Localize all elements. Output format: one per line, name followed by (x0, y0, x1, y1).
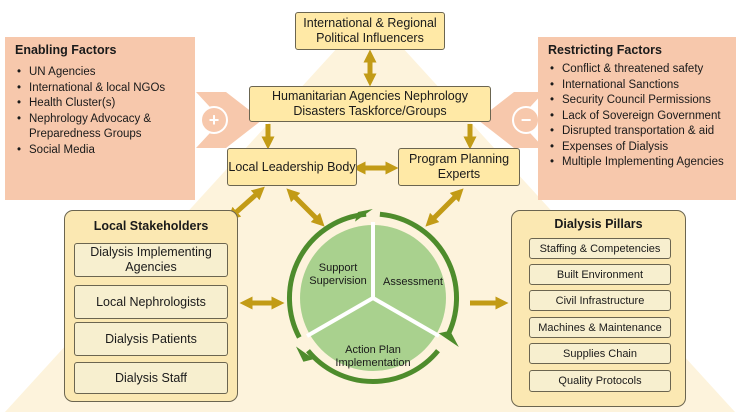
local-stakeholders-panel: Local Stakeholders Dialysis Implementing… (64, 210, 238, 402)
cycle-wheel (287, 209, 459, 384)
enabling-factors-list: UN Agencies International & local NGOs H… (15, 65, 185, 158)
dialysis-pillars-panel: Dialysis Pillars Staffing & Competencies… (511, 210, 686, 407)
stakeholder-item-label: Dialysis Patients (105, 332, 197, 346)
list-item: International Sanctions (550, 78, 726, 94)
pillar-item: Built Environment (529, 264, 671, 285)
list-item: Nephrology Advocacy & Preparedness Group… (17, 112, 185, 143)
humanitarian-agencies-box: Humanitarian Agencies Nephrology Disaste… (249, 86, 491, 122)
list-item: Health Cluster(s) (17, 96, 185, 112)
pillar-item-label: Civil Infrastructure (555, 294, 645, 307)
list-item: International & local NGOs (17, 81, 185, 97)
pillar-item: Supplies Chain (529, 343, 671, 364)
stakeholder-item: Dialysis Implementing Agencies (74, 243, 228, 277)
pillar-item: Quality Protocols (529, 370, 671, 392)
list-item: Multiple Implementing Agencies (550, 155, 726, 171)
political-influencers-label: International & Regional Political Influ… (303, 16, 437, 45)
restricting-factors-panel: Restricting Factors Conflict & threatene… (538, 37, 736, 200)
arrow-planning-cycle (425, 188, 464, 227)
local-leadership-box: Local Leadership Body (227, 148, 357, 186)
list-item: Lack of Sovereign Government (550, 109, 726, 125)
action-plan-label: Action Plan Implementation (335, 344, 411, 369)
list-item: Security Council Permissions (550, 93, 726, 109)
list-item: Conflict & threatened safety (550, 62, 726, 78)
minus-sign: − (521, 110, 532, 130)
restricting-factors-title: Restricting Factors (548, 43, 662, 57)
assessment-label: Assessment (383, 276, 443, 288)
stakeholder-item: Local Nephrologists (74, 285, 228, 319)
pillar-item-label: Built Environment (556, 268, 644, 281)
pillar-item-label: Staffing & Competencies (539, 242, 661, 255)
stakeholder-item-label: Dialysis Staff (114, 371, 187, 385)
arrow-leadership-stakeholders (227, 186, 265, 221)
plus-circle (200, 106, 228, 134)
dialysis-pillars-title: Dialysis Pillars (554, 217, 643, 231)
restricting-factors-list: Conflict & threatened safety Internation… (548, 62, 726, 171)
arrow-leadership-cycle (286, 188, 325, 227)
enabling-chevron (196, 92, 262, 148)
pillar-item-label: Quality Protocols (558, 375, 642, 387)
pillar-item-label: Machines & Maintenance (538, 321, 662, 334)
local-stakeholders-title: Local Stakeholders (93, 219, 209, 233)
program-planning-box: Program Planning Experts (398, 148, 520, 186)
pillar-item: Civil Infrastructure (529, 290, 671, 311)
list-item: Disrupted transportation & aid (550, 124, 726, 140)
list-item: Expenses of Dialysis (550, 140, 726, 156)
local-leadership-label: Local Leadership Body (228, 159, 356, 174)
pillar-item: Machines & Maintenance (529, 317, 671, 338)
list-item: Social Media (17, 143, 185, 159)
stakeholder-item: Dialysis Patients (74, 322, 228, 356)
stakeholder-item-label: Local Nephrologists (96, 295, 206, 309)
plus-sign: + (209, 110, 220, 130)
humanitarian-agencies-label: Humanitarian Agencies Nephrology Disaste… (272, 89, 468, 118)
stakeholder-item-label: Dialysis Implementing Agencies (90, 245, 212, 274)
pillar-item-label: Supplies Chain (563, 347, 637, 360)
stakeholder-item: Dialysis Staff (74, 362, 228, 394)
political-influencers-box: International & Regional Political Influ… (295, 12, 445, 50)
support-supervision-label: Support Supervision (309, 262, 367, 287)
pillar-item: Staffing & Competencies (529, 238, 671, 259)
list-item: UN Agencies (17, 65, 185, 81)
enabling-factors-panel: Enabling Factors UN Agencies Internation… (5, 37, 195, 200)
enabling-factors-title: Enabling Factors (15, 43, 117, 57)
restricting-chevron (478, 92, 544, 148)
program-planning-label: Program Planning Experts (408, 152, 510, 181)
